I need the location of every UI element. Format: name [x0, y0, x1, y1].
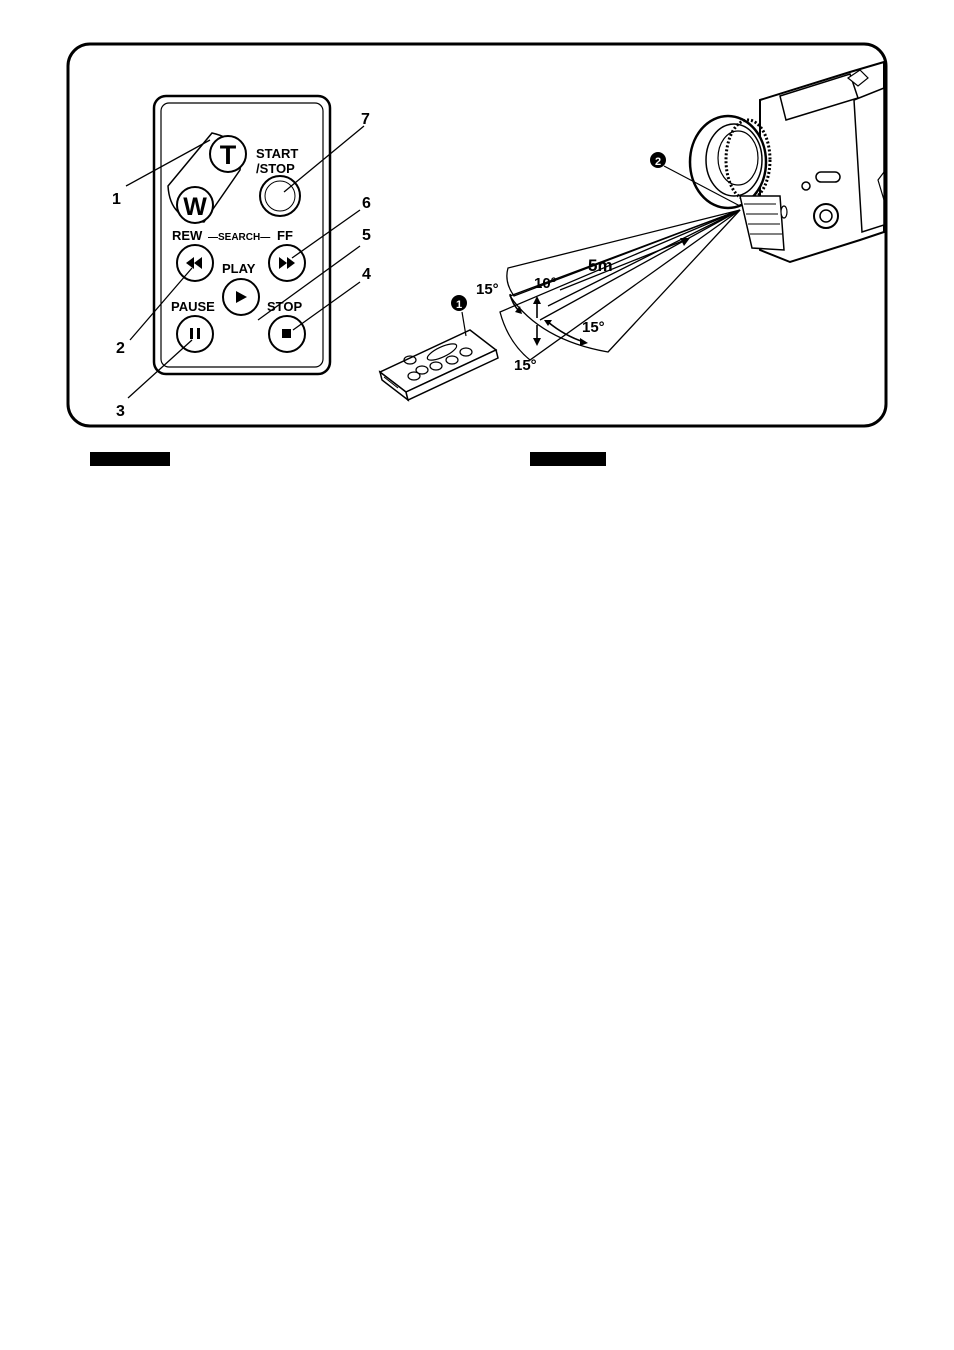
right-section-heading [530, 452, 606, 466]
angle-top-left-label: 15° [476, 281, 499, 298]
callout-3: 3 [116, 403, 125, 420]
distance-label: 5m [588, 256, 613, 275]
pause-button [177, 316, 213, 352]
ff-label: FF [277, 228, 293, 243]
stop-slash-label: /STOP [256, 161, 295, 176]
zoom-tele-label: T [220, 140, 237, 170]
marker-remote-number: 1 [456, 299, 462, 311]
rew-label: REW [172, 228, 203, 243]
callout-1: 1 [112, 191, 121, 208]
callout-2: 2 [116, 340, 125, 357]
range-diagram: 5m 15° 10° 15° 15° 1 [380, 62, 884, 400]
callout-7: 7 [361, 111, 370, 128]
pause-icon [190, 328, 193, 339]
marker-sensor-number: 2 [655, 156, 661, 168]
stop-icon [282, 329, 291, 338]
pause-icon-bar [197, 328, 200, 339]
zoom-wide-label: W [183, 193, 207, 221]
pause-label: PAUSE [171, 299, 215, 314]
callout-4: 4 [362, 266, 371, 283]
search-label: —SEARCH— [208, 232, 270, 243]
left-section-heading [90, 452, 170, 466]
play-label: PLAY [222, 261, 256, 276]
angle-bottom-label: 15° [514, 357, 537, 374]
angle-right-label: 15° [582, 319, 605, 336]
callout-6: 6 [362, 195, 371, 212]
remote-diagram: T W START /STOP REW —SEARCH— FF PLAY PAU… [112, 96, 371, 420]
callout-5: 5 [362, 227, 371, 244]
angle-top-label: 10° [534, 275, 557, 292]
start-label: START [256, 146, 298, 161]
start-stop-button [260, 176, 300, 216]
small-remote-illustration [380, 330, 498, 400]
remote-control-figure: T W START /STOP REW —SEARCH— FF PLAY PAU… [0, 0, 954, 440]
